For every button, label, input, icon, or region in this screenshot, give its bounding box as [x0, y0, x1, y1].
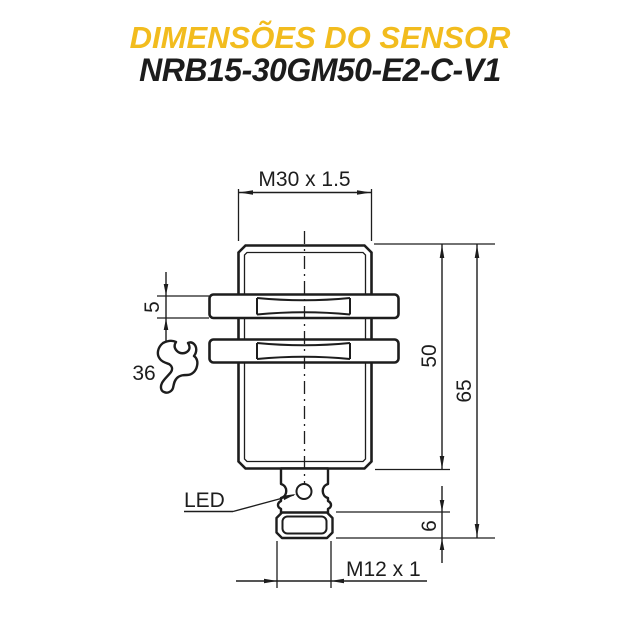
dim-m12-arrow-right-icon: [330, 578, 344, 584]
dim-label-body-length: 50: [418, 344, 441, 367]
sensor-body-inner-contour: [243, 251, 367, 463]
dim-5-arrow-bottom-icon: [163, 318, 169, 330]
dim-label-total-length: 65: [453, 379, 476, 402]
dim-label-top-thread: M30 x 1.5: [258, 168, 350, 191]
hex-nut-top-facet-arcs: [256, 297, 351, 316]
dim-50-arrow-bottom-icon: [439, 456, 445, 469]
dim-body-length: 50: [418, 244, 445, 470]
dim-50-arrow-top-icon: [439, 245, 445, 258]
dim-top-thread: M30 x 1.5: [237, 168, 373, 241]
sensor-model-number: NRB15-30GM50-E2-C-V1: [139, 52, 501, 88]
dim-label-nut-thickness: 5: [141, 301, 164, 313]
dim-m30-arrow-right-icon: [357, 190, 371, 195]
dim-label-plug-thread: M12 x 1: [346, 558, 421, 581]
dim-nut-thickness: 5: [141, 272, 209, 342]
hex-nut-bottom-facet-arcs: [256, 342, 351, 360]
led-indicator: [295, 483, 313, 500]
wrench-size-spec: 36: [132, 339, 199, 394]
hex-nut-top-facet-lines: [256, 298, 351, 315]
page-title: DIMENSÕES DO SENSOR: [129, 20, 511, 55]
hex-nut-bottom-facet-lines: [256, 343, 351, 359]
connector-plug: [275, 511, 334, 540]
dim-plug-length: 6: [418, 486, 445, 563]
dim-6-arrow-bottom-icon: [439, 538, 445, 550]
dim-total-length: 65: [453, 244, 480, 538]
wrench-icon: [156, 339, 199, 394]
led-callout: LED: [184, 489, 296, 513]
page-header: DIMENSÕES DO SENSOR NRB15-30GM50-E2-C-V1: [0, 22, 640, 87]
led-label: LED: [184, 489, 225, 512]
dim-plug-thread: M12 x 1: [236, 541, 427, 588]
dim-m30-arrow-left-icon: [239, 190, 253, 195]
led-leader-arrow-icon: [282, 494, 296, 501]
dim-6-arrow-top-icon: [439, 500, 445, 512]
dim-m12-arrow-left-icon: [264, 578, 278, 584]
connector-plug-face: [281, 515, 328, 535]
dim-65-arrow-bottom-icon: [474, 524, 480, 537]
wrench-size-label: 36: [132, 362, 155, 385]
dim-65-arrow-top-icon: [474, 245, 480, 258]
dim-label-plug-length: 6: [418, 520, 441, 532]
dim-5-arrow-top-icon: [163, 284, 169, 296]
